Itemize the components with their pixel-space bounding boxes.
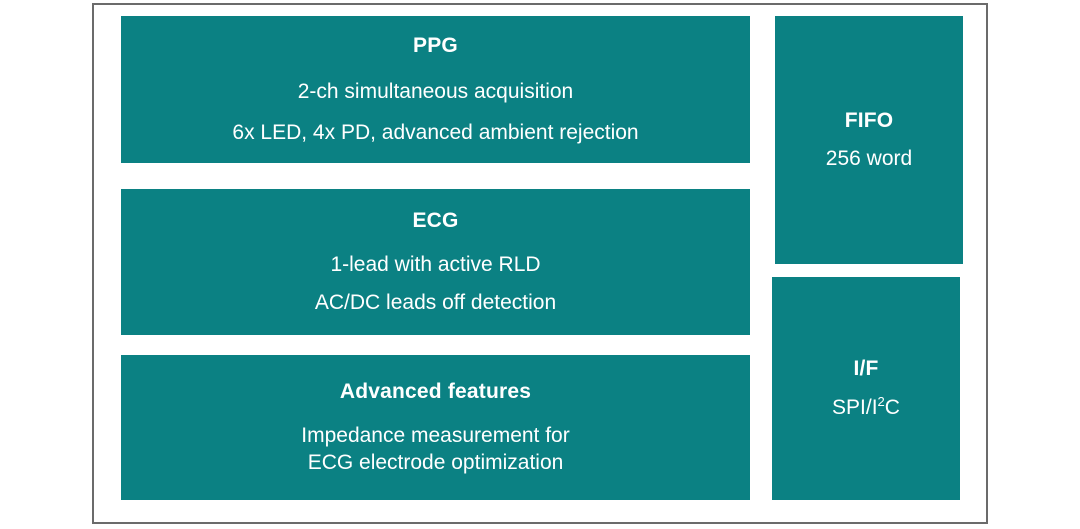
block-ecg[interactable]: ECG 1-lead with active RLD AC/DC leads o… <box>121 189 750 335</box>
block-interface-line-1-prefix: SPI/I <box>832 395 878 419</box>
block-advanced-features-line-2: ECG electrode optimization <box>307 450 564 474</box>
block-ppg-line-2: 6x LED, 4x PD, advanced ambient rejectio… <box>232 120 639 144</box>
block-ecg-line-2: AC/DC leads off detection <box>314 291 557 315</box>
block-fifo-title: FIFO <box>844 108 894 132</box>
block-advanced-features[interactable]: Advanced features Impedance measurement … <box>121 355 750 500</box>
block-fifo-line-1: 256 word <box>825 147 913 170</box>
block-advanced-features-title: Advanced features <box>339 380 532 404</box>
block-ppg-title: PPG <box>413 34 458 58</box>
block-interface-line-1: SPI/I2C <box>832 393 900 420</box>
block-fifo[interactable]: FIFO 256 word <box>775 16 963 264</box>
diagram-frame: PPG 2-ch simultaneous acquisition 6x LED… <box>92 3 988 524</box>
block-interface-title: I/F <box>853 357 879 381</box>
block-ppg-line-1: 2-ch simultaneous acquisition <box>297 80 574 104</box>
block-ppg[interactable]: PPG 2-ch simultaneous acquisition 6x LED… <box>121 16 750 163</box>
block-interface-line-1-suffix: C <box>884 395 900 419</box>
block-advanced-features-line-1: Impedance measurement for <box>301 424 570 448</box>
block-ecg-title: ECG <box>412 208 459 232</box>
block-ecg-line-1: 1-lead with active RLD <box>330 252 541 276</box>
block-interface-line-1-superscript: 2 <box>877 393 885 409</box>
block-interface[interactable]: I/F SPI/I2C <box>772 277 960 500</box>
